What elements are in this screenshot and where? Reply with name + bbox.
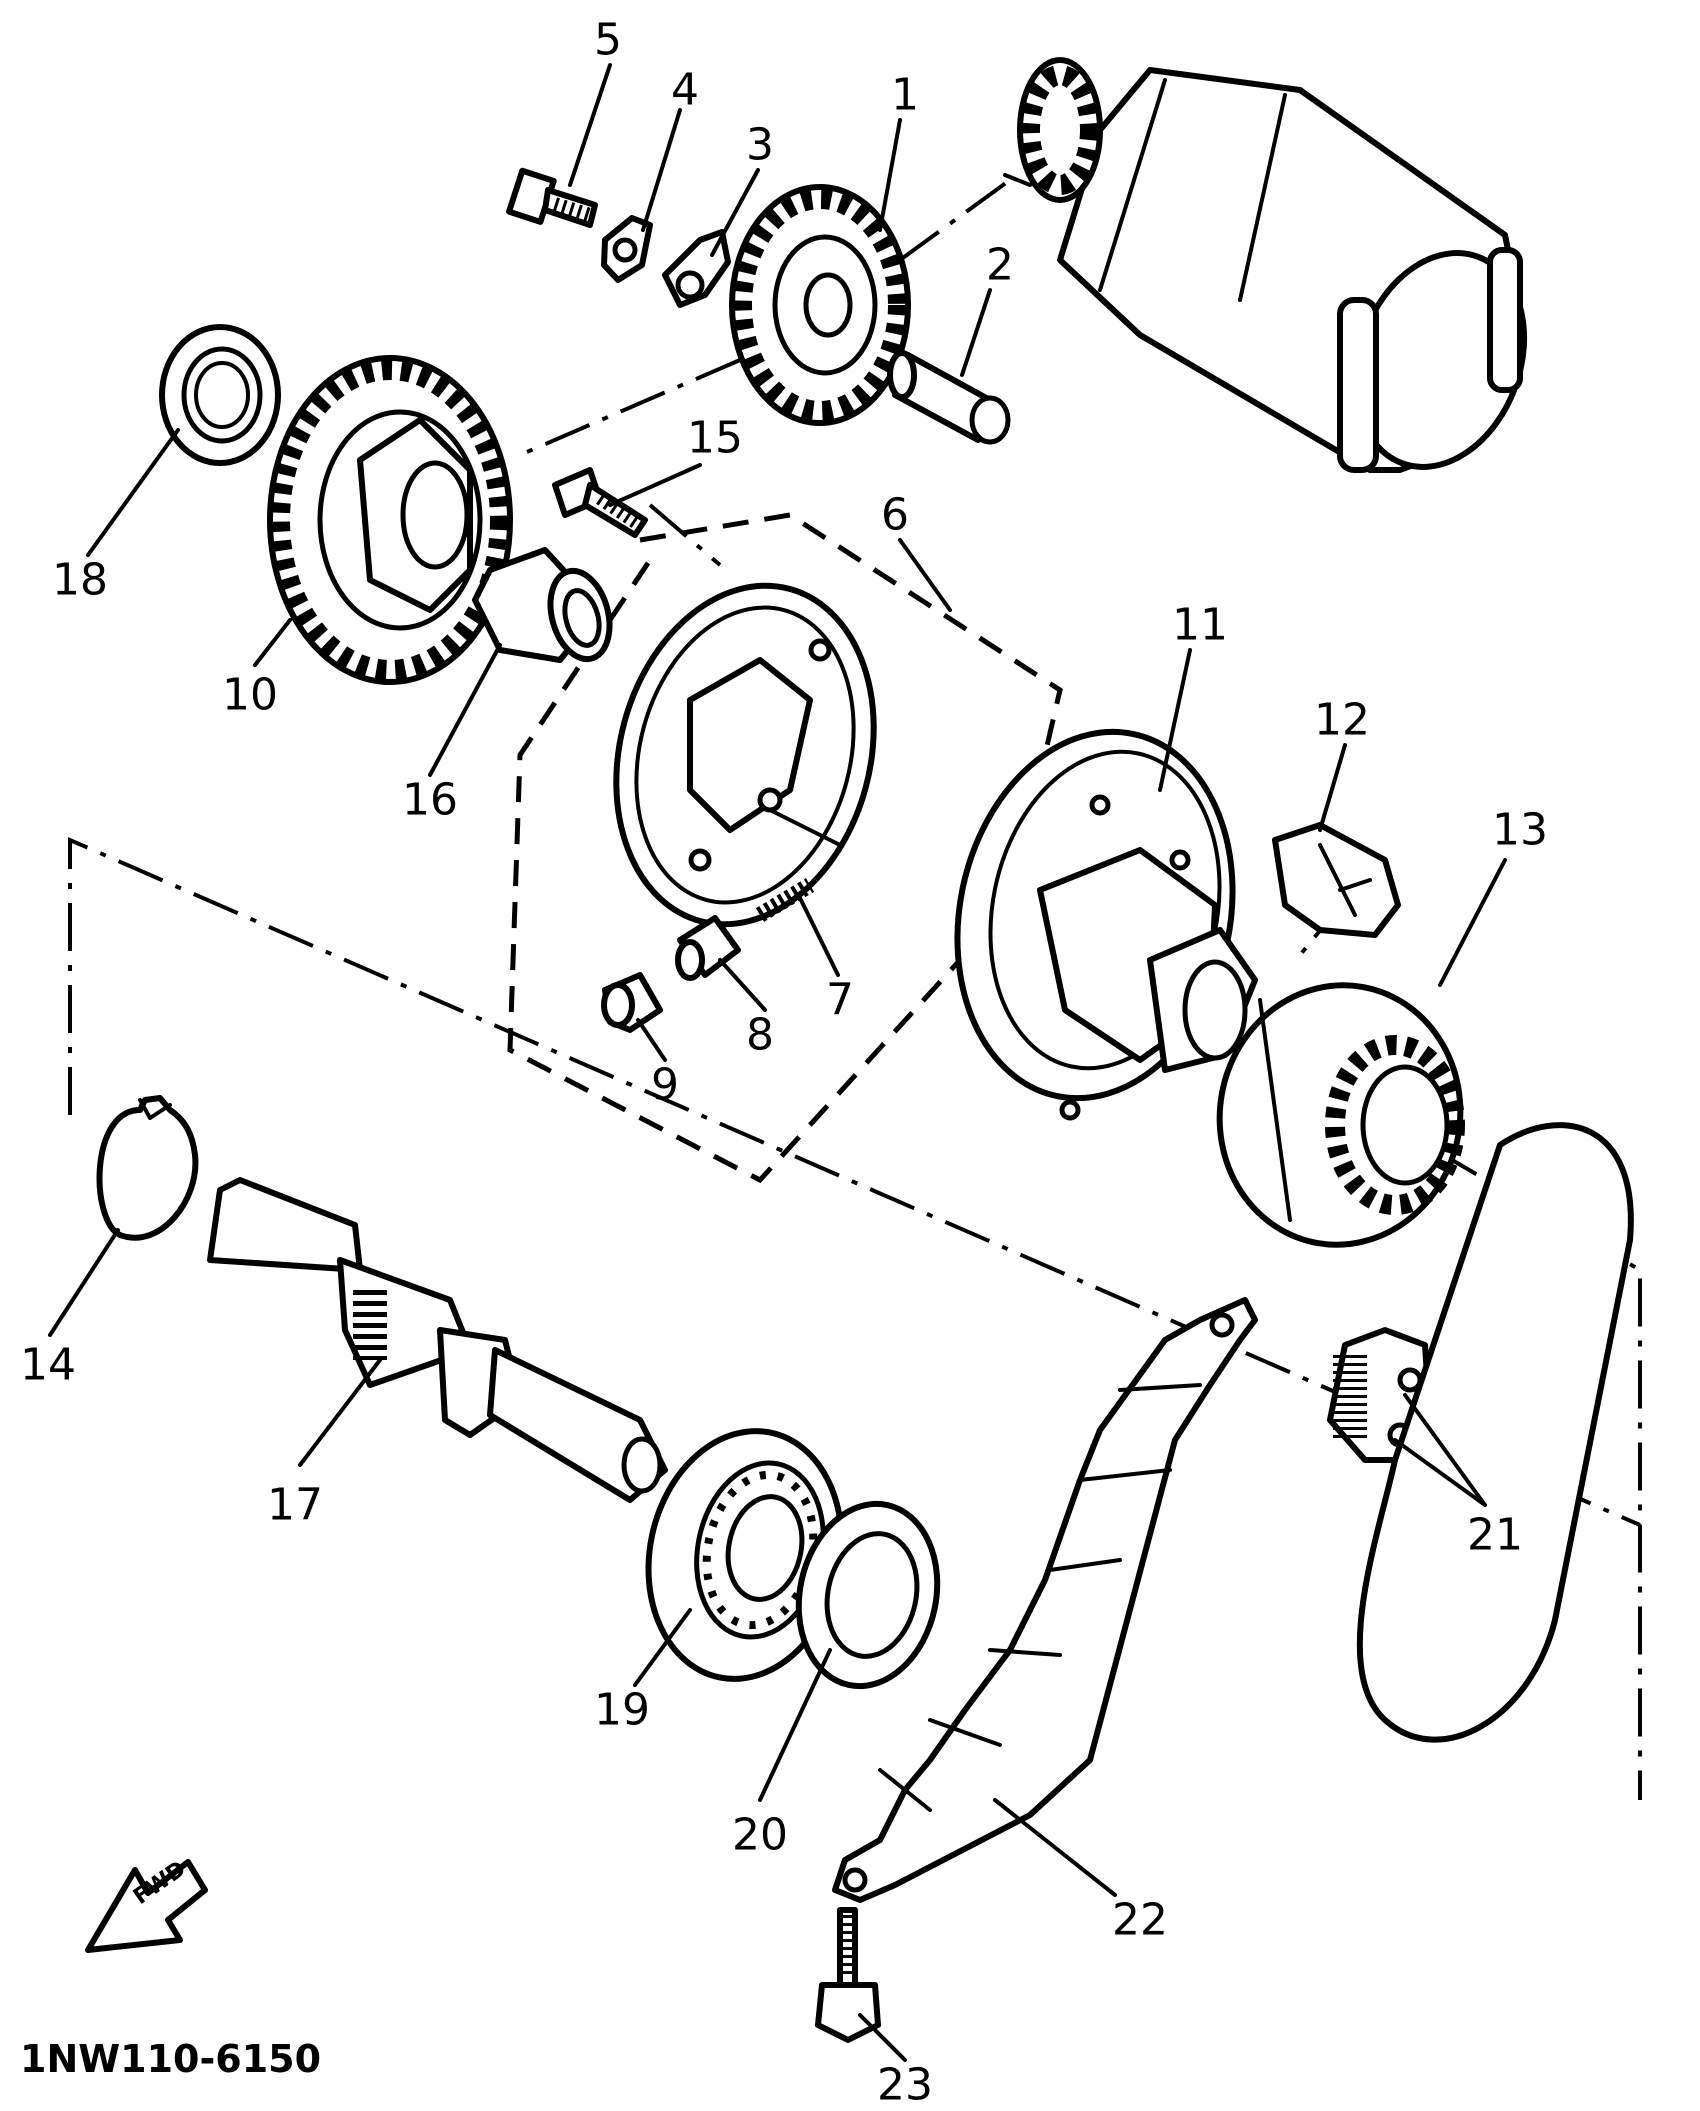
callout-15: 15	[687, 413, 743, 464]
callout-6: 6	[881, 490, 909, 541]
callout-8: 8	[746, 1010, 774, 1061]
diagram-code: 1NW110-6150	[20, 2037, 321, 2081]
part-20-oil-seal	[795, 1500, 941, 1690]
callout-20: 20	[732, 1810, 788, 1861]
part-23-bolt	[815, 1907, 881, 2043]
callout-17: 17	[267, 1480, 323, 1531]
callout-19: 19	[594, 1685, 650, 1736]
part-13-starter-wheel-gear	[1216, 982, 1465, 1248]
callout-12: 12	[1314, 695, 1370, 746]
callout-numbers: 1 2 3 4 5 6 7 8 9 10 11 12 13 14 15 16 1…	[20, 15, 1548, 2111]
part-9-roller	[601, 972, 663, 1033]
starter-motor	[1003, 57, 1528, 473]
callout-5: 5	[594, 15, 622, 66]
part-8-plunger	[675, 915, 741, 981]
callout-2: 2	[986, 240, 1014, 291]
part-4-lock-washer	[601, 215, 653, 283]
callout-21: 21	[1467, 1510, 1523, 1561]
part-19-bearing	[645, 1428, 845, 1682]
callout-4: 4	[671, 65, 699, 116]
callout-9: 9	[651, 1060, 679, 1111]
part-5-bolt	[506, 167, 598, 228]
part-6-starter-clutch	[613, 582, 877, 928]
callout-18: 18	[52, 555, 108, 606]
callout-11: 11	[1172, 600, 1228, 651]
part-18-bearing	[159, 324, 281, 466]
callout-14: 14	[20, 1340, 76, 1391]
part-17-shaft	[207, 1177, 668, 1503]
part-12-damper	[1272, 822, 1401, 938]
callout-3: 3	[746, 120, 774, 171]
callout-7: 7	[826, 975, 854, 1026]
part-2-shaft	[887, 350, 1011, 445]
part-1-idler-gear	[729, 184, 911, 426]
part-3-plate	[662, 229, 731, 308]
belt-cover	[1356, 1122, 1634, 1743]
part-11-clutch-hub	[954, 728, 1258, 1121]
part-7-spring	[755, 878, 815, 922]
part-14-circlip	[96, 1095, 199, 1241]
callout-10: 10	[222, 670, 278, 721]
part-22-guide-bracket	[832, 1297, 1258, 1903]
part-16-collar	[472, 547, 613, 663]
callout-23: 23	[877, 2060, 933, 2111]
callout-22: 22	[1112, 1895, 1168, 1946]
part-15-bolt	[552, 467, 648, 538]
leader-lines	[48, 63, 1507, 2062]
fwd-arrow: FWD	[85, 1856, 208, 1953]
part-10-large-gear	[267, 355, 513, 685]
callout-1: 1	[891, 70, 919, 121]
callout-13: 13	[1492, 805, 1548, 856]
callout-16: 16	[402, 775, 458, 826]
